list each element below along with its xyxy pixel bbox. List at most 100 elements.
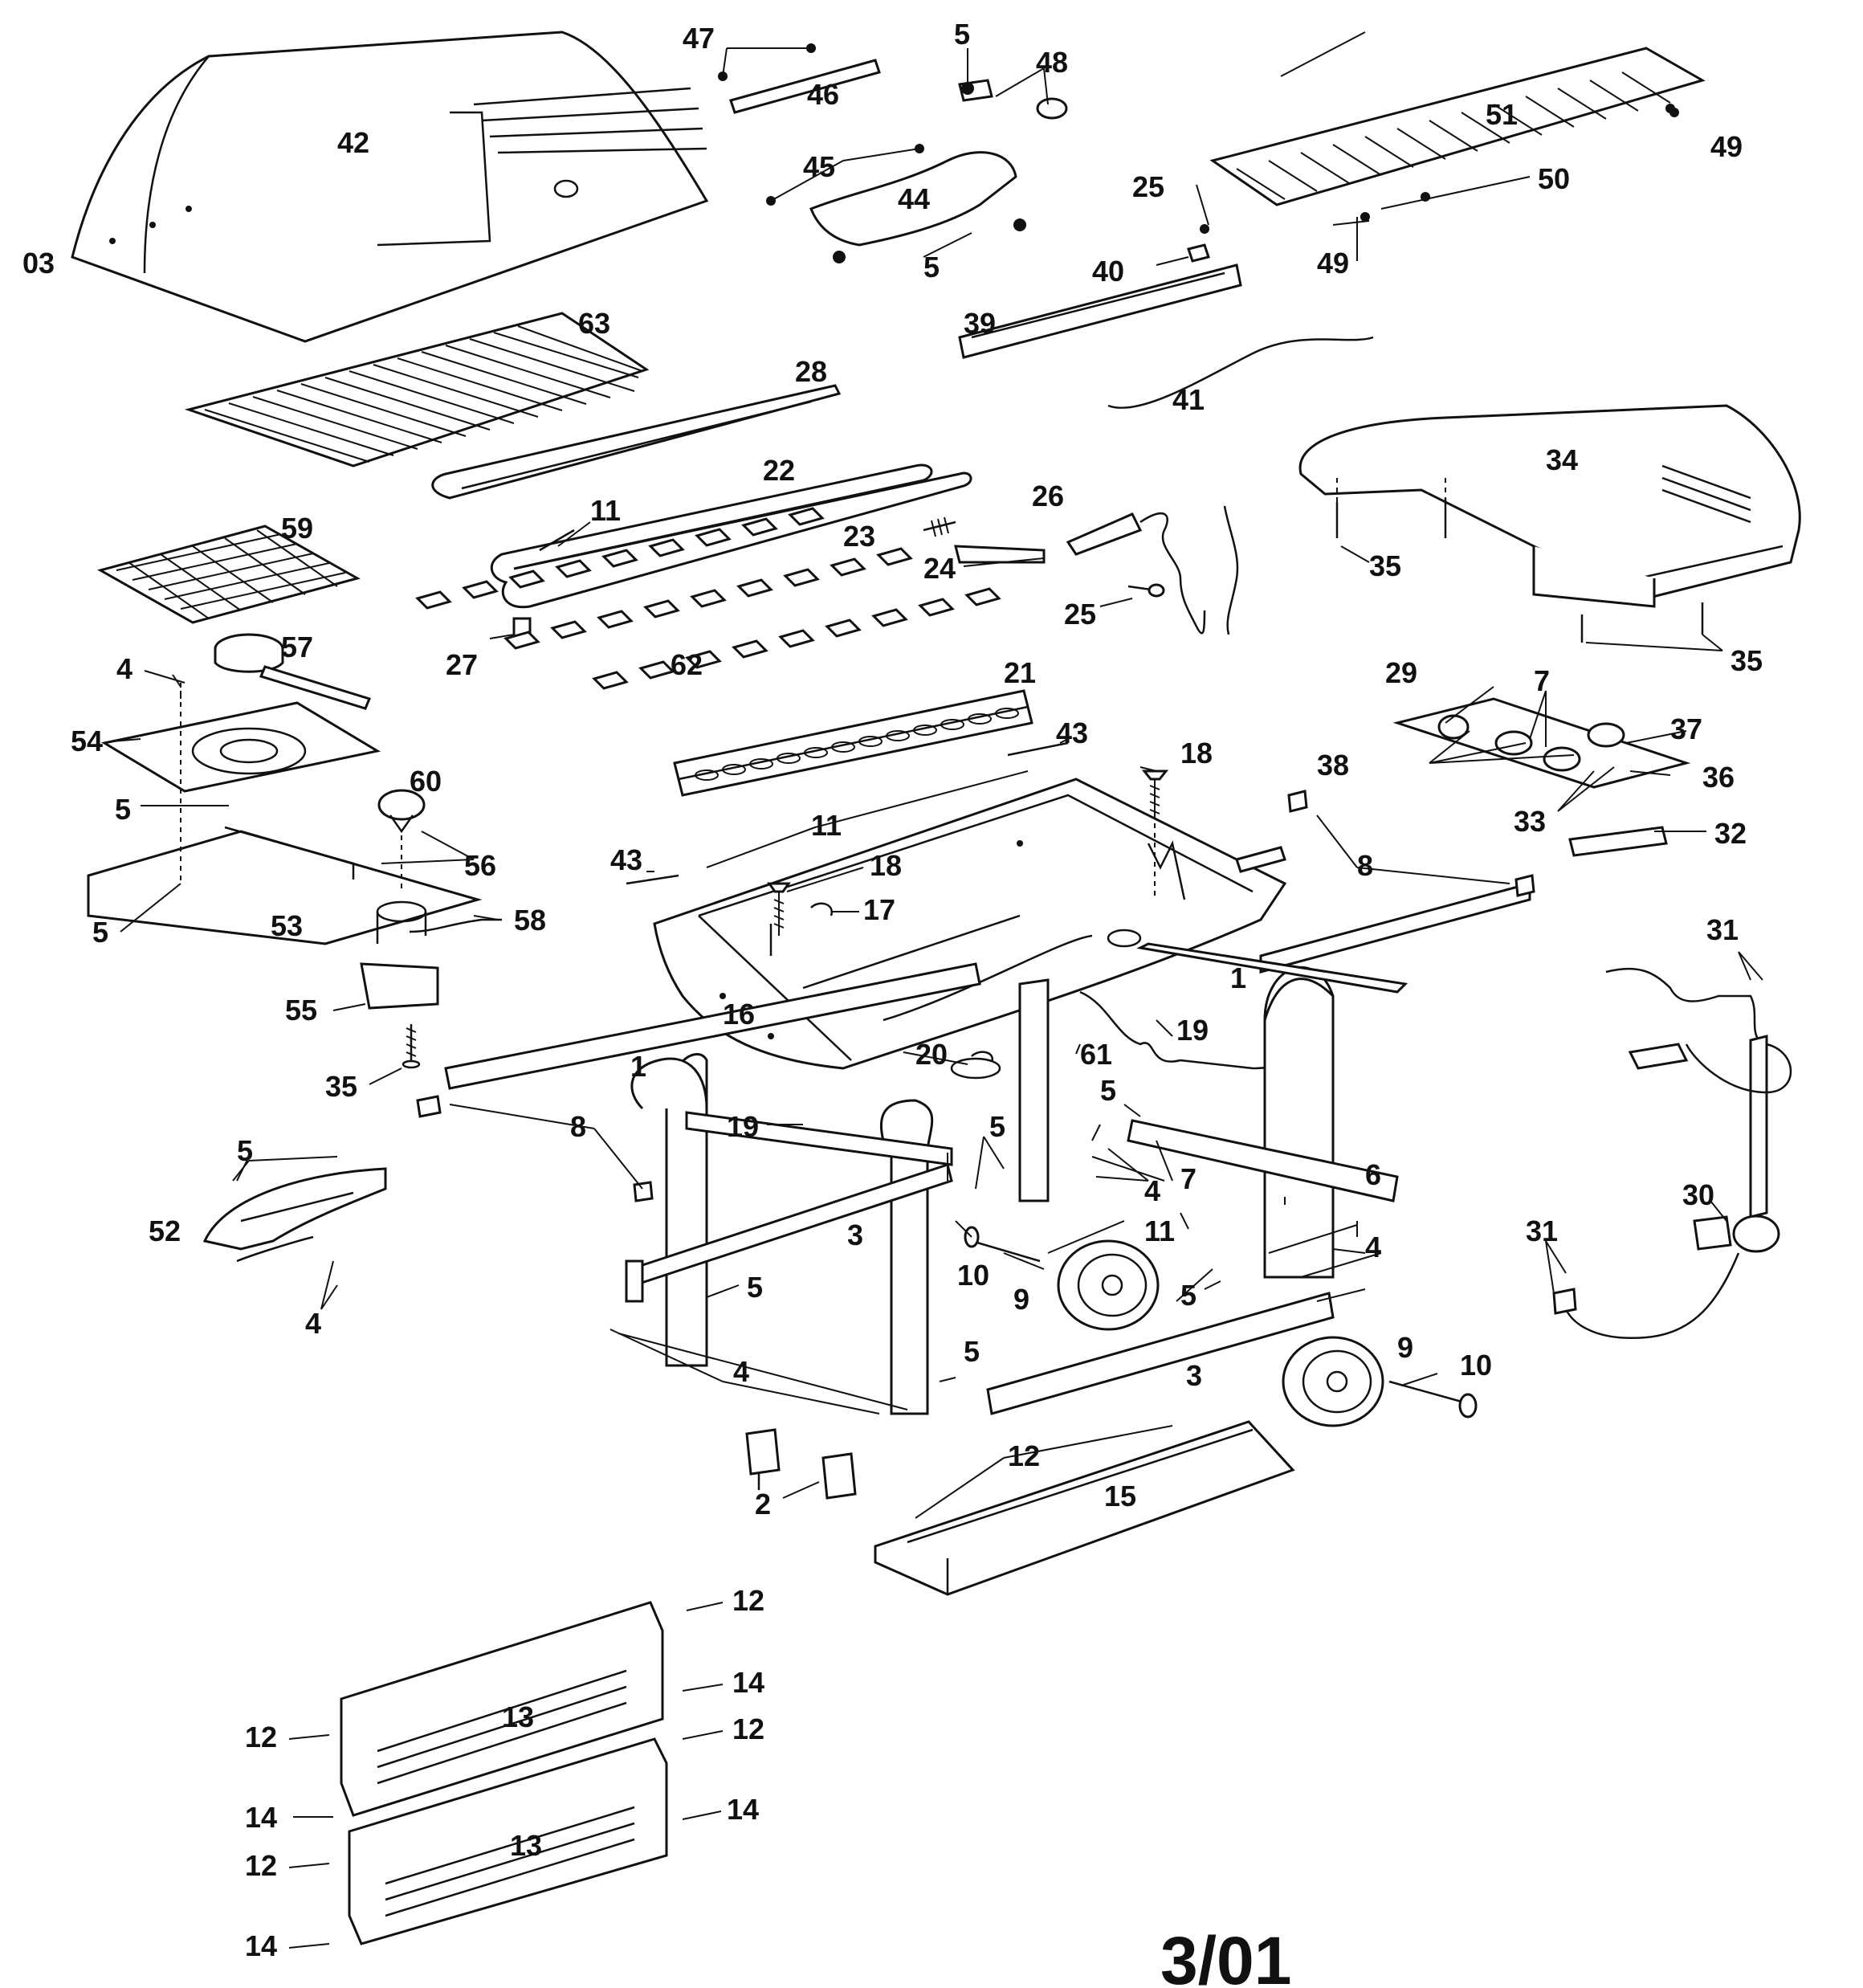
label-6: 6: [1365, 1158, 1381, 1191]
rock-grate-part: [97, 525, 361, 624]
label-4a: 4: [116, 652, 132, 685]
label-54: 54: [71, 725, 103, 757]
label-4c: 4: [1365, 1231, 1381, 1263]
label-35b: 35: [1731, 644, 1763, 677]
vent-slot: [804, 747, 828, 758]
briquette: [788, 507, 825, 526]
label-12c: 12: [732, 1712, 764, 1745]
label-12d: 12: [245, 1721, 277, 1753]
label-55: 55: [285, 994, 317, 1027]
label-33: 33: [1514, 805, 1546, 838]
label-38: 38: [1317, 749, 1349, 782]
label-18b: 18: [870, 849, 902, 882]
heat-deflector-part: [431, 384, 842, 500]
label-14b: 14: [727, 1793, 759, 1826]
briquette: [871, 608, 908, 627]
label-37: 37: [1670, 712, 1702, 745]
vent-slot: [831, 741, 855, 753]
briquette: [825, 618, 862, 638]
label-30: 30: [1682, 1178, 1714, 1211]
briquette: [778, 629, 815, 648]
label-43a: 43: [1056, 716, 1088, 749]
label-5h: 5: [747, 1271, 763, 1304]
label-23: 23: [843, 520, 875, 553]
label-48: 48: [1036, 46, 1068, 79]
label-39: 39: [964, 307, 996, 340]
vent-slot: [886, 730, 910, 741]
label-5g: 5: [237, 1134, 253, 1167]
label-58: 58: [514, 904, 546, 937]
label-8a: 8: [1357, 849, 1373, 882]
briquette: [503, 631, 540, 650]
label-17: 17: [863, 893, 895, 926]
label-10a: 10: [957, 1259, 989, 1292]
briquette: [695, 528, 732, 547]
briquettes-part: [415, 507, 1001, 690]
label-4d: 4: [305, 1307, 321, 1340]
label-10b: 10: [1460, 1349, 1492, 1382]
vent-slot: [749, 758, 773, 769]
warming-rack-part: [1209, 47, 1706, 206]
briquette: [550, 620, 587, 639]
igniter-part: [1066, 505, 1239, 635]
cart-frame-part: [444, 846, 1531, 1415]
label-45: 45: [803, 150, 835, 183]
label-12a: 12: [1008, 1439, 1040, 1472]
label-60: 60: [410, 765, 442, 798]
briquette: [685, 650, 722, 669]
label-11c: 11: [1144, 1214, 1175, 1247]
label-43b: 43: [610, 843, 642, 876]
vent-slot: [995, 708, 1019, 719]
vent-slot: [940, 719, 964, 730]
label-49b: 49: [1317, 247, 1349, 280]
briquette: [830, 557, 866, 577]
front-panel-part: [874, 1420, 1295, 1596]
label-56: 56: [464, 849, 496, 882]
briquette: [415, 590, 452, 610]
date-code: 3/01: [1160, 1923, 1292, 1988]
label-1a: 1: [1230, 961, 1246, 994]
label-35a: 35: [1369, 549, 1401, 582]
briquette: [601, 549, 638, 568]
control-panel-part: [1392, 697, 1691, 857]
label-22: 22: [763, 454, 795, 487]
side-handle-part: [202, 1167, 387, 1263]
label-62: 62: [671, 648, 703, 681]
label-5j: 5: [964, 1335, 980, 1368]
label-7b: 7: [1180, 1162, 1196, 1195]
label-49a: 49: [1710, 130, 1743, 163]
briquette: [555, 559, 592, 578]
label-26: 26: [1032, 480, 1064, 512]
label-44: 44: [898, 182, 930, 215]
label-46: 46: [807, 78, 839, 111]
leader-lines: [112, 31, 1763, 1949]
label-31b: 31: [1526, 1214, 1558, 1247]
briquette: [783, 568, 820, 587]
label-34: 34: [1546, 443, 1578, 476]
briquette: [964, 587, 1001, 606]
label-42: 42: [337, 126, 369, 159]
briquette: [508, 569, 545, 589]
label-14c: 14: [245, 1801, 277, 1834]
vent-slot: [858, 736, 883, 747]
electrode-bracket-part: [923, 516, 1046, 564]
label-9a: 9: [1013, 1283, 1029, 1316]
label-29: 29: [1385, 656, 1417, 689]
briquette: [741, 517, 778, 537]
label-41: 41: [1172, 383, 1205, 416]
part-number-labels: 03 42 47 46 5 48 45 44 5 51 49 50 49 25 …: [22, 18, 1763, 1962]
gas-regulator-part: [1552, 967, 1792, 1340]
side-burner-assembly: [87, 633, 502, 1010]
label-19a: 19: [1176, 1014, 1209, 1047]
briquette: [648, 538, 685, 557]
label-50: 50: [1538, 162, 1570, 195]
label-52: 52: [149, 1214, 181, 1247]
label-35c: 35: [325, 1070, 357, 1103]
label-5e: 5: [1100, 1074, 1116, 1107]
label-9b: 9: [1397, 1331, 1413, 1364]
briquette: [597, 610, 634, 629]
label-13b: 13: [510, 1829, 542, 1862]
label-24: 24: [923, 552, 956, 585]
label-20: 20: [915, 1038, 948, 1071]
